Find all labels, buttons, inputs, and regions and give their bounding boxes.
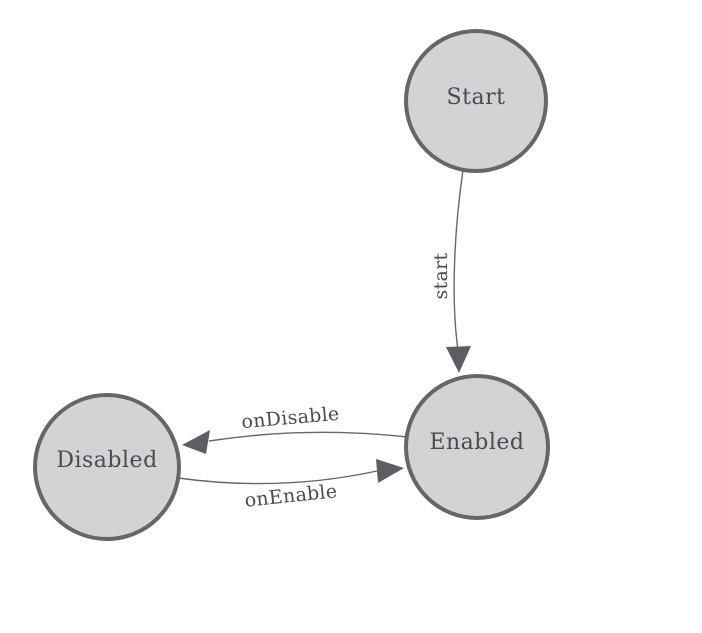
arrowhead-down-icon [446, 346, 471, 373]
edge-label-start: start [430, 252, 452, 299]
state-label-start: Start [447, 85, 506, 110]
edge-line-onenable [177, 470, 378, 485]
state-circle-start[interactable] [404, 29, 548, 173]
edge-line-ondisable [208, 431, 408, 442]
state-node-enabled[interactable]: Enabled [404, 374, 550, 520]
state-label-disabled: Disabled [56, 448, 157, 473]
transition-start-to-enabled: start [430, 169, 471, 373]
state-node-disabled[interactable]: Disabled [33, 393, 181, 541]
transition-enabled-to-disabled: onDisable [182, 403, 408, 454]
state-label-enabled: Enabled [429, 430, 524, 455]
edge-label-onenable: onEnable [244, 480, 339, 512]
arrowhead-left-icon [182, 430, 210, 454]
arrowhead-right-icon [376, 459, 404, 483]
edge-label-ondisable: onDisable [241, 403, 341, 433]
state-node-start[interactable]: Start [404, 29, 548, 173]
state-circle-disabled[interactable] [33, 393, 181, 541]
edge-line-start [453, 169, 464, 351]
state-circle-enabled[interactable] [404, 374, 550, 520]
transition-disabled-to-enabled: onEnable [177, 459, 404, 512]
